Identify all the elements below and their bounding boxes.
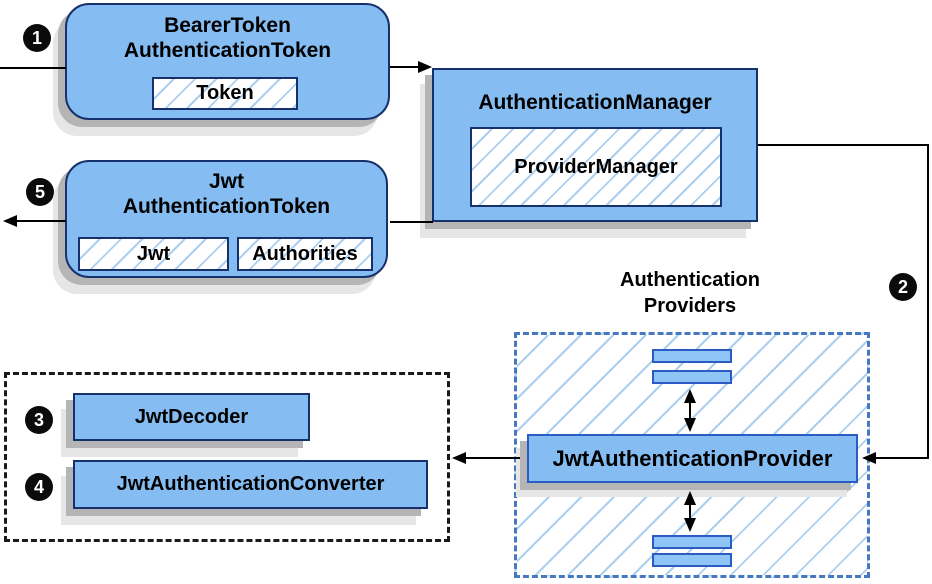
- arrow-outgoing-result: [3, 215, 66, 227]
- provider-placeholder-bar: [652, 349, 732, 363]
- jwt-authentication-converter-node: JwtAuthenticationConverter: [73, 460, 428, 509]
- arrow-to-authentication-manager: [390, 61, 432, 73]
- authentication-providers-label: Authentication Providers: [575, 267, 805, 319]
- authorities-chip: Authorities: [237, 237, 373, 271]
- jwt-decoder-node: JwtDecoder: [73, 393, 310, 441]
- step-badge-1: 1: [23, 24, 51, 52]
- step-badge-4: 4: [25, 473, 53, 501]
- authentication-manager-title: AuthenticationManager: [478, 91, 712, 114]
- step-badge-5: 5: [26, 178, 54, 206]
- step-badge-3: 3: [25, 406, 53, 434]
- bearer-token-authentication-token-node: BearerToken AuthenticationToken Token: [65, 3, 390, 120]
- provider-placeholder-bar: [652, 535, 732, 549]
- jwt-token-title-line2: AuthenticationToken: [122, 195, 331, 218]
- arrow-provider-to-helpers: [452, 452, 520, 464]
- authentication-providers-label-line2: Providers: [643, 295, 737, 317]
- jwt-helpers-group: [4, 372, 450, 542]
- token-chip: Token: [152, 77, 298, 110]
- bearer-token-title-line2: AuthenticationToken: [123, 39, 332, 62]
- jwt-authentication-provider-node: JwtAuthenticationProvider: [527, 434, 858, 483]
- jwt-chip: Jwt: [78, 237, 229, 271]
- provider-placeholder-bar: [652, 370, 732, 384]
- authentication-providers-label-line1: Authentication: [620, 269, 760, 291]
- step-badge-2: 2: [889, 273, 917, 301]
- jwt-token-title-line1: Jwt: [208, 170, 244, 193]
- provider-manager-chip: ProviderManager: [470, 127, 722, 207]
- provider-placeholder-bar: [652, 553, 732, 567]
- authentication-manager-node: AuthenticationManager ProviderManager: [432, 68, 758, 222]
- bearer-token-title-line1: BearerToken: [164, 14, 291, 37]
- jwt-authentication-token-node: Jwt AuthenticationToken Jwt Authorities: [65, 160, 388, 278]
